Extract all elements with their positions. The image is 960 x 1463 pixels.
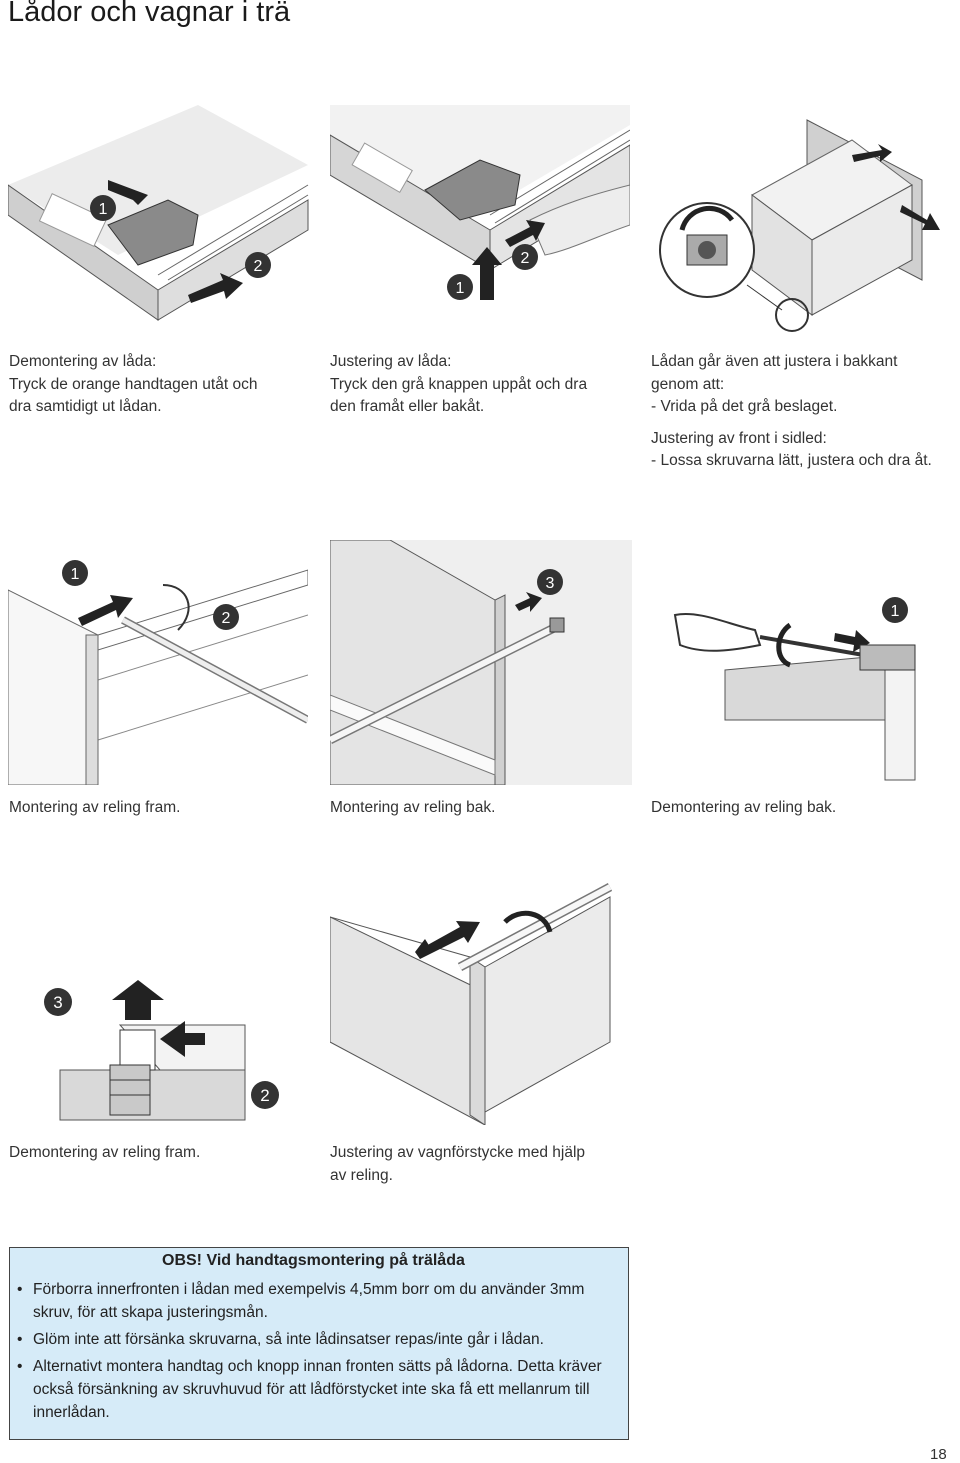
caption-drawer-adjustment: Justering av låda:Tryck den grå knappen … [330,353,588,415]
illustration-dismount-rail-front: 3 2 [30,975,290,1130]
page-number: 18 [930,1446,947,1463]
svg-text:3: 3 [546,575,555,592]
step-badge-3: 3 [537,569,563,595]
caption-drawer-removal: Demontering av låda:Tryck de orange hand… [9,353,258,415]
step-badge-1: 1 [90,195,116,221]
illustration-mount-rail-front: 1 2 [8,540,308,785]
illustration-mount-rail-back: 3 [330,540,632,785]
caption-dismount-rail-front: Demontering av reling fram. [9,1144,201,1161]
obs-item: Förborra innerfronten i lådan med exempe… [14,1278,624,1324]
svg-text:2: 2 [260,1086,269,1105]
step-badge-1: 1 [447,274,473,300]
svg-text:2: 2 [521,250,530,267]
illustration-drawer-adjustment: 1 2 [330,105,630,333]
obs-heading: OBS! Vid handtagsmontering på trälåda [162,1252,465,1269]
step-badge-2: 2 [512,244,538,270]
illustration-adjust-front-piece [330,877,612,1125]
svg-text:3: 3 [53,993,62,1012]
caption-mount-rail-front: Montering av reling fram. [9,799,181,816]
step-badge-1: 1 [882,597,908,623]
step-badge-2: 2 [245,252,271,278]
svg-text:2: 2 [222,610,231,627]
obs-list: Förborra innerfronten i lådan med exempe… [14,1278,624,1428]
caption-mount-rail-back: Montering av reling bak. [330,799,496,816]
svg-text:1: 1 [456,280,465,297]
svg-text:1: 1 [99,201,108,218]
illustration-dismount-rail-back: 1 [660,585,930,785]
obs-item: Alternativt montera handtag och knopp in… [14,1355,624,1424]
illustration-back-adjustment [652,100,952,340]
step-badge-2: 2 [213,604,239,630]
svg-text:2: 2 [254,258,263,275]
caption-dismount-rail-back: Demontering av reling bak. [651,799,837,816]
obs-note-box: OBS! Vid handtagsmontering på trälåda Fö… [9,1247,629,1440]
step-badge-1: 1 [62,560,88,586]
obs-item: Glöm inte att försänka skruvarna, så int… [14,1328,624,1351]
step-badge-3: 3 [44,988,72,1016]
step-badge-2: 2 [251,1081,279,1109]
illustration-drawer-removal: 1 2 [8,105,318,325]
svg-text:1: 1 [71,566,80,583]
svg-text:1: 1 [891,603,900,620]
page-title: Lådor och vagnar i trä [8,0,291,28]
